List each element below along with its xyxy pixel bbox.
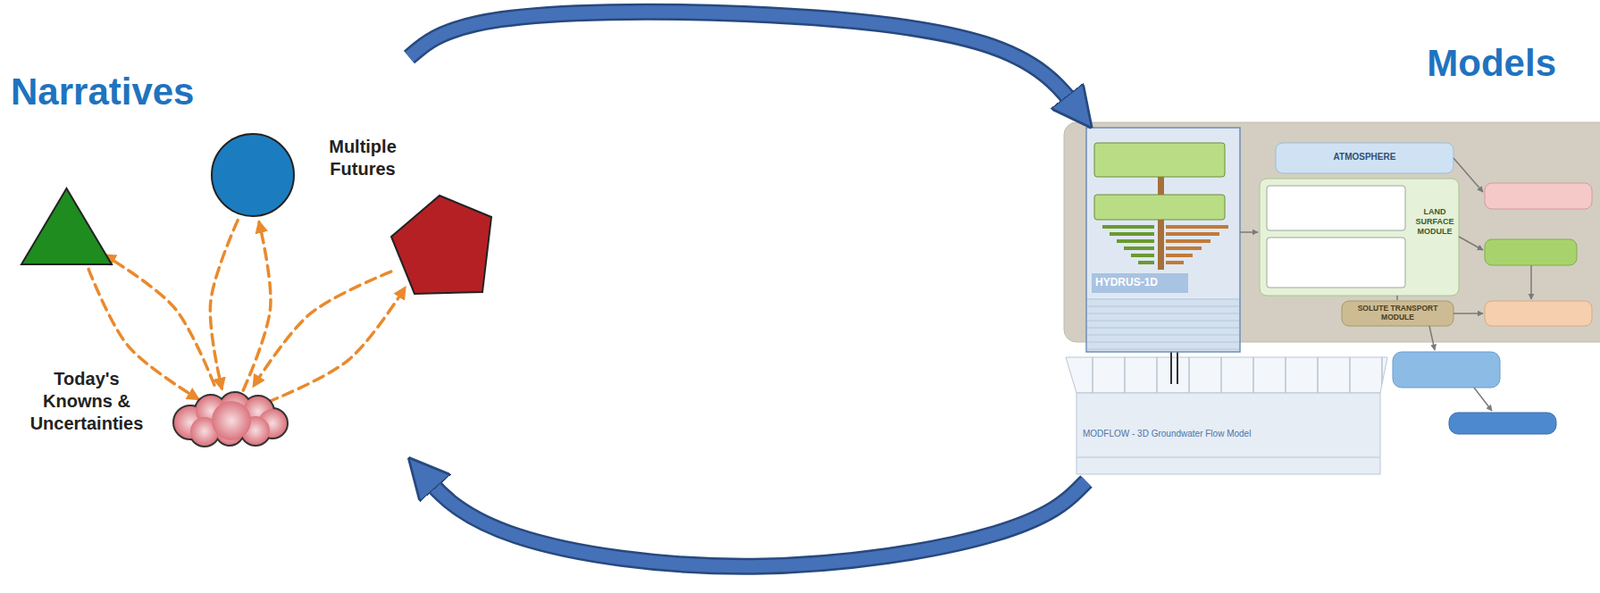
vegetation-crop-box <box>1484 183 1592 210</box>
plant-stem <box>1157 176 1165 195</box>
aquifer-layer <box>1076 456 1381 459</box>
canopy-box <box>1094 142 1225 177</box>
pent-outline <box>387 192 495 296</box>
well-line <box>1176 350 1179 385</box>
arrow-body <box>267 288 405 403</box>
water-quality-box <box>1449 412 1557 435</box>
arrow-body <box>104 255 215 386</box>
module-link <box>1458 236 1483 251</box>
cloud-shape <box>174 393 287 446</box>
circle-outline <box>209 132 296 218</box>
land-surface-box <box>1259 178 1459 296</box>
circle-shape <box>211 134 294 217</box>
well-line <box>1170 350 1173 385</box>
model-name: HYDRUS-1D <box>1095 276 1185 289</box>
model-part <box>1116 239 1155 243</box>
group-region: NarrativesToday's Knowns & Uncertainties <box>8 53 510 465</box>
cloud-fill <box>211 401 252 441</box>
dashed-arrow <box>253 271 392 386</box>
dashed-arrow <box>104 255 215 386</box>
module-link <box>1429 326 1435 351</box>
hydrus-soil-layers <box>1087 298 1240 352</box>
solute-transport-box <box>1341 301 1454 327</box>
cycle-arrow <box>418 469 1087 567</box>
model-part <box>1109 232 1155 236</box>
model-part <box>1165 225 1229 229</box>
circle-node <box>209 132 296 218</box>
module-link <box>1396 295 1399 301</box>
vegetation-dynamics-box <box>1484 239 1577 266</box>
hydrus-strip <box>1091 273 1189 294</box>
model-part <box>1102 225 1155 229</box>
module-link <box>1530 265 1533 300</box>
module-box <box>1266 237 1406 288</box>
cloud-node: Today's Knowns & Uncertainties <box>19 368 297 449</box>
root-profile-bars <box>1102 225 1229 265</box>
model-part <box>1130 253 1155 258</box>
group-region: Models <box>1058 35 1600 478</box>
arrow-body <box>253 271 392 386</box>
cloud-outline <box>211 401 252 441</box>
model-part <box>1165 232 1220 236</box>
module-label: SOLUTE TRANSPORT MODULE <box>1343 304 1452 323</box>
plant-root <box>1157 219 1165 270</box>
pentagon-shape <box>391 195 492 294</box>
module-link <box>1453 158 1483 193</box>
shape-label: Today's Knowns & Uncertainties <box>19 368 154 436</box>
section-heading: Narratives <box>10 70 279 114</box>
tri-node <box>18 185 115 268</box>
model-part <box>1165 239 1211 243</box>
tri-outline <box>18 185 115 268</box>
canopy-box <box>1094 194 1225 220</box>
model-part <box>1123 246 1155 251</box>
aquifer-front <box>1076 393 1381 475</box>
module-link <box>1239 231 1258 234</box>
arrow-body <box>409 11 1082 116</box>
model-part <box>1165 253 1193 258</box>
aquifer-top <box>1065 357 1388 394</box>
arrow-body <box>418 469 1087 567</box>
triangle-shape <box>21 188 112 265</box>
dashed-arrow <box>267 288 405 403</box>
pent-node <box>387 192 495 296</box>
dashed-arrow <box>209 220 238 389</box>
model-part <box>1165 246 1202 251</box>
model-part <box>1165 260 1184 265</box>
module-label: LAND SURFACE MODULE <box>1409 207 1460 236</box>
cycle-arrow <box>409 11 1082 116</box>
module-box <box>1266 185 1406 231</box>
arrow-outline <box>409 11 1082 116</box>
model-diagram <box>1063 122 1600 475</box>
cloud-outline <box>170 393 289 447</box>
hydrus-column <box>1086 127 1240 352</box>
module-link <box>1474 387 1492 411</box>
model-part <box>1138 260 1155 265</box>
arrow-outline <box>418 469 1087 567</box>
annotation: Multiple Futures <box>312 135 413 181</box>
atmosphere-box <box>1275 142 1454 174</box>
model-name: MODFLOW - 3D Groundwater Flow Model <box>1082 428 1369 440</box>
regional-model-box <box>1392 351 1500 388</box>
section-heading: Models <box>1058 41 1557 85</box>
arrow-body <box>209 220 238 389</box>
module-link <box>1453 312 1483 315</box>
module-label: ATMOSPHERE <box>1275 151 1454 163</box>
biogeochemical-box <box>1484 301 1592 327</box>
